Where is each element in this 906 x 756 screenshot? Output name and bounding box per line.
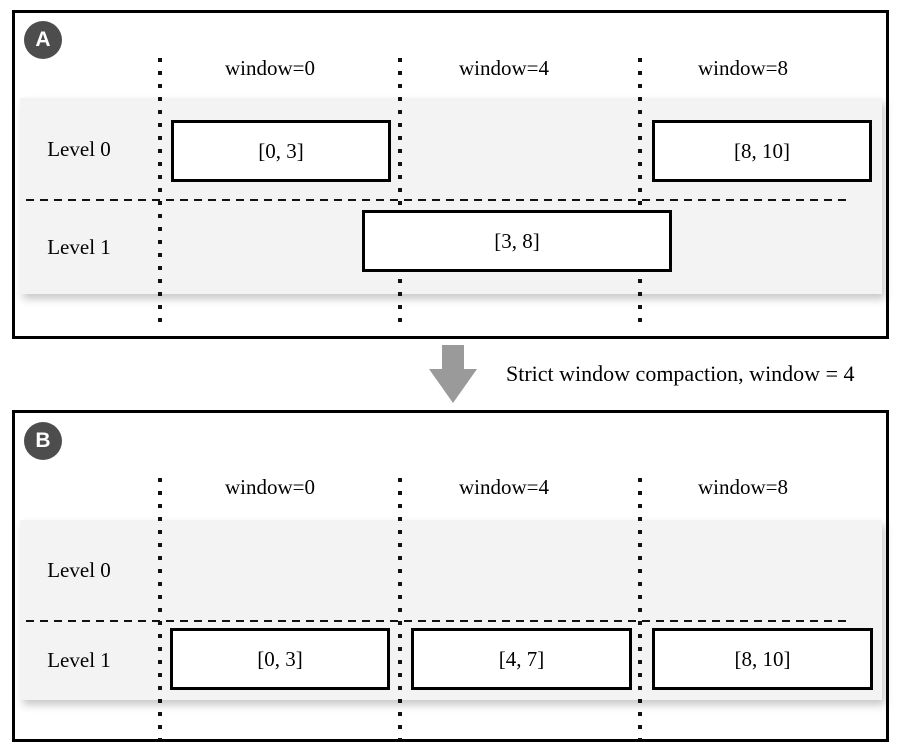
range-box: [8, 10] xyxy=(652,120,872,182)
range-box: [4, 7] xyxy=(411,628,632,690)
panel-b: B window=0 window=4 window=8 Level 0 Lev… xyxy=(12,410,889,742)
window-gridline-8 xyxy=(638,478,642,740)
window-gridline-8 xyxy=(638,58,642,325)
level-1-label: Level 1 xyxy=(47,647,111,672)
window-label-4: window=4 xyxy=(458,56,550,80)
level-separator-dashed-line xyxy=(26,620,848,622)
window-gridline-0 xyxy=(158,478,162,740)
window-gridline-0 xyxy=(158,58,162,325)
window-label-8: window=8 xyxy=(697,475,789,499)
window-label-0: window=0 xyxy=(224,56,316,80)
window-label-4: window=4 xyxy=(458,475,550,499)
down-arrow-icon xyxy=(429,345,477,403)
window-gridline-4 xyxy=(398,478,402,740)
panel-b-badge: B xyxy=(24,422,62,460)
range-box: [8, 10] xyxy=(652,628,873,690)
window-label-8: window=8 xyxy=(697,56,789,80)
range-box: [3, 8] xyxy=(362,210,672,272)
window-label-0: window=0 xyxy=(224,475,316,499)
panel-a-badge: A xyxy=(24,21,62,59)
range-box: [0, 3] xyxy=(170,628,390,690)
level-separator-dashed-line xyxy=(26,199,848,201)
level-0-label: Level 0 xyxy=(47,136,111,161)
panel-a: A window=0 window=4 window=8 Level 0 Lev… xyxy=(12,10,889,339)
level-0-label: Level 0 xyxy=(47,557,111,582)
range-box: [0, 3] xyxy=(171,120,391,182)
window-gridline-4 xyxy=(398,58,402,325)
compaction-arrow-label: Strict window compaction, window = 4 xyxy=(506,361,855,386)
level-1-label: Level 1 xyxy=(47,234,111,259)
